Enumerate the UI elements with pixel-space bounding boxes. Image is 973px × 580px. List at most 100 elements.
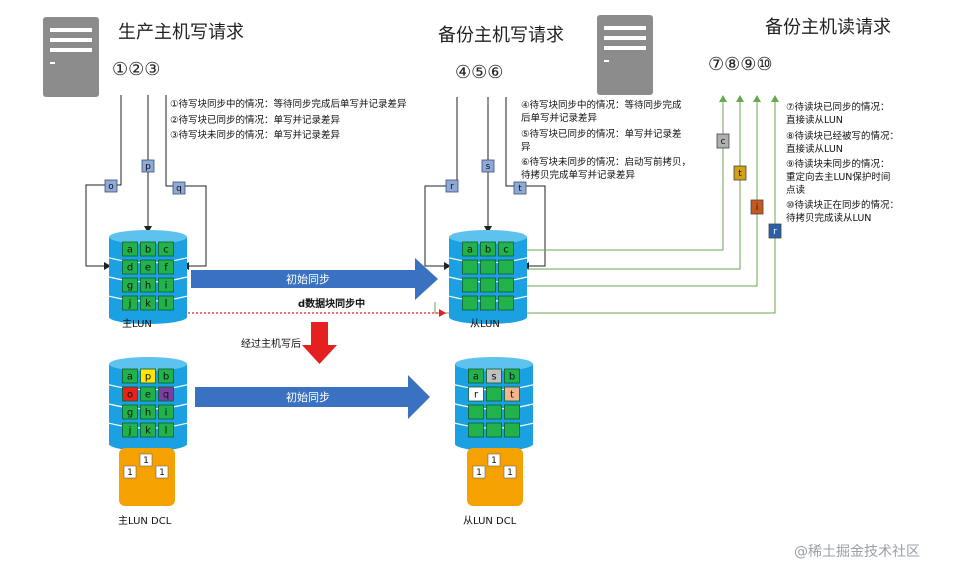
lun-block — [480, 277, 496, 293]
backup-read-note: 直接读从LUN — [786, 143, 843, 155]
slave-lun-database: a b c — [448, 230, 528, 324]
backup-server-icon — [597, 15, 653, 95]
lun-block — [158, 295, 174, 311]
lun-block — [158, 422, 174, 438]
lun-block — [486, 368, 502, 384]
backup-read-notes: ⑦待读块已同步的情况： 直接读从LUN ⑧待读块已经被写的情况： 直接读从LUN… — [786, 101, 899, 224]
lun-block — [498, 259, 514, 275]
lun-block-label: b — [509, 372, 515, 383]
prod-note: ①待写块同步中的情况：等待同步完成后单写并记录差异 — [170, 98, 407, 110]
lun-block — [158, 368, 174, 384]
lun-block — [468, 368, 484, 384]
lun-block-label: e — [145, 390, 151, 401]
lun-block-label: a — [473, 372, 479, 383]
svg-text:p: p — [145, 162, 151, 172]
tag-i-read: i — [750, 199, 764, 215]
lun-block-label: l — [165, 299, 168, 310]
lun-block — [140, 295, 156, 311]
tag-t-write: t — [513, 181, 527, 195]
lun-block-label: b — [485, 245, 491, 256]
main-dcl-label: 主LUN DCL — [118, 515, 172, 527]
lun-block — [498, 295, 514, 311]
backup-write-note: 异 — [521, 142, 531, 153]
backup-read-numbers: ⑦⑧⑨⑩ — [708, 54, 773, 75]
backup-read-note: 待拷贝完成读从LUN — [786, 212, 871, 224]
after-write-label: 经过主机写后 — [241, 337, 301, 350]
lun-block — [498, 277, 514, 293]
prod-note: ②待写块已同步的情况：单写并记录差异 — [170, 114, 341, 126]
lun-block-label: e — [145, 263, 151, 274]
backup-write-note: ⑥待写块未同步的情况：启动写前拷贝， — [521, 156, 691, 168]
backup-write-note: 后单写并记录差异 — [521, 112, 598, 124]
lun-block-label: b — [163, 372, 169, 383]
lun-block-label: l — [165, 426, 168, 437]
lun-block — [462, 295, 478, 311]
lun-block-label: a — [127, 245, 133, 256]
lun-block — [468, 404, 484, 420]
svg-text:q: q — [176, 184, 182, 194]
dcl-bit: 1 — [507, 468, 513, 478]
lun-block-label: d — [127, 263, 133, 274]
lun-block — [468, 386, 484, 402]
lun-block-label: j — [128, 426, 132, 437]
lun-block-label: g — [127, 408, 133, 419]
init-sync-arrow-top: 初始同步 — [191, 258, 438, 300]
slave-dcl-label: 从LUN DCL — [463, 516, 517, 527]
lun-block — [158, 241, 174, 257]
backup-read-note: ⑩待读块正在同步的情况： — [786, 199, 899, 211]
prod-write-numbers: ①②③ — [112, 59, 160, 80]
lun-block-label: a — [127, 372, 133, 383]
lun-block — [486, 386, 502, 402]
lun-block — [158, 277, 174, 293]
d-syncing-label: d数据块同步中 — [298, 297, 365, 310]
lun-block-label: g — [127, 281, 133, 292]
main-dcl-box: 1 1 1 — [119, 448, 175, 506]
init-sync-arrow-bottom: 初始同步 — [195, 375, 430, 419]
slave-lun-label: 从LUN — [470, 319, 500, 330]
lun-block — [468, 422, 484, 438]
svg-text:初始同步: 初始同步 — [286, 272, 330, 286]
dcl-bit: 1 — [127, 468, 133, 478]
main-lun-label: 主LUN — [122, 318, 152, 330]
backup-read-note: 重定向去主LUN保护时间 — [786, 171, 890, 183]
lun-block — [480, 259, 496, 275]
svg-text:t: t — [518, 184, 522, 194]
svg-text:o: o — [108, 182, 114, 192]
svg-text:i: i — [756, 203, 759, 213]
backup-read-title: 备份主机读请求 — [765, 17, 891, 38]
tag-q: q — [172, 181, 186, 195]
svg-text:s: s — [486, 162, 491, 172]
production-server-icon — [43, 17, 99, 97]
lun-block-label: t — [510, 390, 514, 401]
prod-notes: ①待写块同步中的情况：等待同步完成后单写并记录差异 ②待写块已同步的情况：单写并… — [170, 98, 407, 141]
lun-block — [480, 295, 496, 311]
svg-text:初始同步: 初始同步 — [286, 390, 330, 404]
backup-write-note: ④待写块同步中的情况：等待同步完成 — [521, 99, 682, 111]
backup-read-note: ⑧待读块已经被写的情况： — [786, 130, 899, 142]
lun-block — [504, 386, 520, 402]
lun-block-label: c — [503, 245, 509, 256]
dcl-bit: 1 — [159, 468, 165, 478]
lun-block-label: a — [467, 245, 473, 256]
dcl-bit: 1 — [143, 456, 149, 466]
lun-block — [140, 277, 156, 293]
lun-block — [122, 386, 138, 402]
lun-block — [462, 241, 478, 257]
lun-block-label: j — [128, 299, 132, 310]
tag-s-write: s — [481, 159, 495, 173]
lun-block — [122, 368, 138, 384]
lun-block — [498, 241, 514, 257]
lun-block-label: h — [145, 281, 151, 292]
lun-block — [122, 295, 138, 311]
backup-read-note: ⑦待读块已同步的情况： — [786, 101, 890, 113]
lun-block — [504, 422, 520, 438]
tag-o: o — [104, 179, 118, 193]
lun-block — [504, 404, 520, 420]
lun-block — [140, 259, 156, 275]
backup-write-note: 待拷贝完成单写并记录差异 — [521, 169, 636, 181]
lun-block-label: k — [145, 299, 151, 310]
svg-text:r: r — [450, 182, 454, 192]
